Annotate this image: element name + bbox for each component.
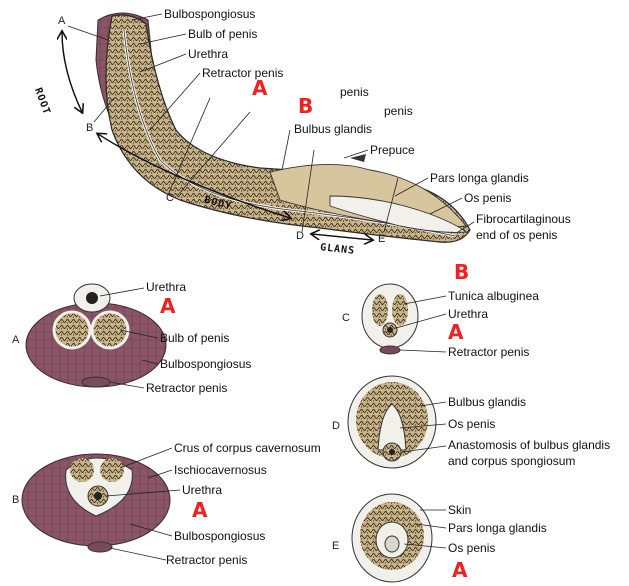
section-c-urethra: Urethra bbox=[448, 307, 489, 321]
os-penis-bone bbox=[329, 195, 468, 233]
section-b-retractor-penis: Retractor penis bbox=[166, 553, 248, 567]
cross-section-e bbox=[351, 493, 433, 583]
section-b-bulbospongiosus: Bulbospongiosus bbox=[174, 529, 266, 543]
label-prepuce: Prepuce bbox=[370, 143, 415, 157]
label-pars-longa-glandis: Pars longa glandis bbox=[430, 171, 529, 185]
prepuce-fold bbox=[350, 154, 366, 162]
section-e-letter: E bbox=[332, 540, 340, 552]
point-a: A bbox=[58, 15, 66, 27]
annotation-b-long: B bbox=[298, 94, 314, 118]
label-penis-2: penis bbox=[384, 104, 413, 118]
section-a-leaders bbox=[99, 287, 159, 389]
section-e-os-penis: Os penis bbox=[448, 541, 496, 555]
point-d: D bbox=[296, 230, 304, 242]
label-fibrocartilaginous-1: Fibrocartilaginous bbox=[476, 212, 571, 226]
annotation-a-section-c: A bbox=[448, 320, 464, 344]
section-e-pars-longa-glandis: Pars longa glandis bbox=[448, 521, 547, 535]
long-leader-lines bbox=[67, 13, 475, 233]
annotation-b-section-c: B bbox=[454, 260, 470, 284]
section-a-bulb-of-penis: Bulb of penis bbox=[160, 331, 230, 345]
label-bulbus-glandis: Bulbus glandis bbox=[294, 122, 373, 136]
handwritten-arrows bbox=[62, 32, 372, 240]
annotation-a-long: A bbox=[252, 76, 268, 100]
label-bulbospongiosus: Bulbospongiosus bbox=[164, 7, 256, 21]
section-d-anastomosis-2: and corpus spongiosum bbox=[448, 454, 576, 468]
section-b-urethra: Urethra bbox=[182, 483, 223, 497]
section-a-urethra: Urethra bbox=[146, 280, 187, 294]
point-c: C bbox=[166, 192, 174, 204]
point-e: E bbox=[378, 233, 386, 245]
cross-section-d bbox=[347, 375, 437, 469]
annotation-a-section-a: A bbox=[160, 294, 176, 318]
annotation-a-section-b: A bbox=[192, 498, 208, 522]
section-b-leaders bbox=[105, 447, 181, 561]
section-e-leaders bbox=[403, 509, 447, 549]
section-d-os-penis: Os penis bbox=[448, 417, 496, 431]
cross-section-b bbox=[21, 453, 171, 553]
section-a-retractor-penis: Retractor penis bbox=[146, 381, 228, 395]
label-os-penis: Os penis bbox=[464, 191, 512, 205]
section-b-letter: B bbox=[12, 494, 20, 506]
section-c-leaders bbox=[395, 295, 447, 353]
section-d-anastomosis-1: Anastomosis of bulbus glandis bbox=[448, 438, 611, 452]
section-b-ischiocavernosus: Ischiocavernosus bbox=[174, 463, 267, 477]
label-urethra: Urethra bbox=[188, 47, 229, 61]
cross-section-c bbox=[361, 283, 419, 355]
label-bulb-of-penis: Bulb of penis bbox=[188, 27, 258, 41]
section-e-skin: Skin bbox=[448, 503, 472, 517]
label-retractor-penis: Retractor penis bbox=[202, 66, 284, 80]
point-b: B bbox=[86, 122, 94, 134]
annotation-a-section-e: A bbox=[452, 558, 468, 582]
section-c-letter: C bbox=[342, 312, 350, 324]
section-a-letter: A bbox=[12, 334, 20, 346]
section-c-retractor-penis: Retractor penis bbox=[448, 345, 530, 359]
section-d-bulbus-glandis: Bulbus glandis bbox=[448, 395, 527, 409]
label-fibrocartilaginous-2: end of os penis bbox=[476, 228, 558, 242]
section-d-leaders bbox=[399, 401, 447, 453]
section-c-tunica-albuginea: Tunica albuginea bbox=[448, 289, 539, 303]
section-a-bulbospongiosus: Bulbospongiosus bbox=[160, 357, 252, 371]
section-d-letter: D bbox=[332, 420, 340, 432]
cross-section-a bbox=[25, 283, 167, 388]
label-penis-1: penis bbox=[340, 85, 369, 99]
section-b-crus: Crus of corpus cavernosum bbox=[174, 441, 321, 455]
